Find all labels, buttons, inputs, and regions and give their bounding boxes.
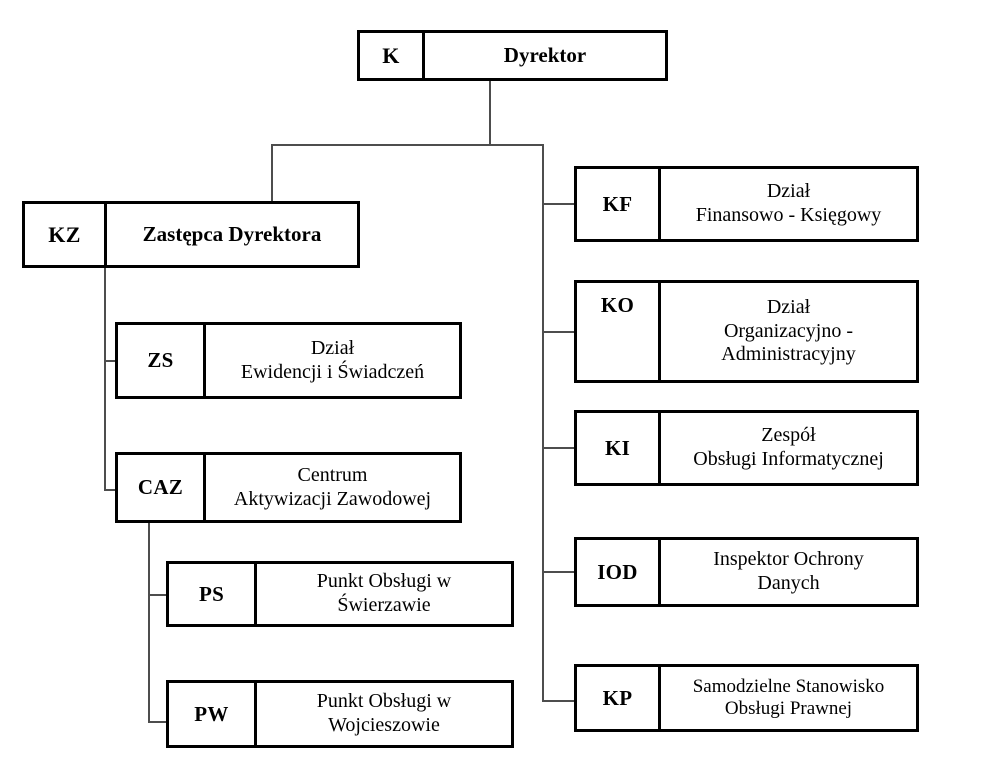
connector-stub-pw xyxy=(148,721,168,723)
node-dzial-ewidencji-i-swiadczen[interactable]: ZS Dział Ewidencji i Świadczeń xyxy=(115,322,462,399)
node-punkt-obslugi-wojcieszow[interactable]: PW Punkt Obsługi w Wojcieszowie xyxy=(166,680,514,748)
node-dzial-finansowo-ksiegowy[interactable]: KF Dział Finansowo - Księgowy xyxy=(574,166,919,242)
node-title-punkt-obslugi-wojcieszow: Punkt Obsługi w Wojcieszowie xyxy=(316,690,452,736)
node-inspektor-ochrony-danych[interactable]: IOD Inspektor Ochrony Danych xyxy=(574,537,919,607)
node-zespol-obslugi-informatycznej[interactable]: KI Zespół Obsługi Informatycznej xyxy=(574,410,919,486)
node-title-dzial-finansowo-ksiegowy: Dział Finansowo - Księgowy xyxy=(695,180,882,226)
connector-stub-iod xyxy=(542,571,576,573)
node-title-dyrektor: Dyrektor xyxy=(503,43,587,68)
node-code-kz: KZ xyxy=(25,204,107,265)
connector-stub-ko xyxy=(542,331,576,333)
node-dyrektor[interactable]: K Dyrektor xyxy=(357,30,668,81)
node-title-centrum-aktywizacji-zawodowej: Centrum Aktywizacji Zawodowej xyxy=(233,463,432,510)
node-code-ps: PS xyxy=(169,564,257,624)
node-title-inspektor-ochrony-danych: Inspektor Ochrony Danych xyxy=(713,548,864,594)
node-code-ki: KI xyxy=(577,413,661,483)
node-code-zs: ZS xyxy=(118,325,206,396)
node-title-punkt-obslugi-swierzawa: Punkt Obsługi w Świerzawie xyxy=(316,570,452,616)
node-code-pw: PW xyxy=(169,683,257,745)
connector-stub-kf xyxy=(542,203,576,205)
connector-stub-caz xyxy=(104,489,117,491)
node-code-kp: KP xyxy=(577,667,661,729)
node-code-iod: IOD xyxy=(577,540,661,604)
node-dzial-organizacyjno-administracyjny[interactable]: KO Dział Organizacyjno - Administracyjny xyxy=(574,280,919,383)
connector-root-stem xyxy=(489,80,491,145)
node-title-zespol-obslugi-informatycznej: Zespół Obsługi Informatycznej xyxy=(693,424,884,470)
node-title-dzial-ewidencji-i-swiadczen: Dział Ewidencji i Świadczeń xyxy=(240,336,425,383)
node-title-dzial-organizacyjno-administracyjny: Dział Organizacyjno - Administracyjny xyxy=(721,296,856,366)
node-title-samodzielne-stanowisko-obslugi-prawnej: Samodzielne Stanowisko Obsługi Prawnej xyxy=(692,675,885,719)
connector-stub-ki xyxy=(542,447,576,449)
node-code-k: K xyxy=(360,33,425,78)
connector-stub-ps xyxy=(148,594,168,596)
connector-deputy-spine xyxy=(104,266,106,490)
connector-right-spine xyxy=(542,144,544,702)
node-code-ko: KO xyxy=(577,283,661,380)
node-punkt-obslugi-swierzawa[interactable]: PS Punkt Obsługi w Świerzawie xyxy=(166,561,514,627)
node-title-zastepca-dyrektora: Zastępca Dyrektora xyxy=(142,222,322,247)
node-code-caz: CAZ xyxy=(118,455,206,520)
connector-root-bus xyxy=(271,144,544,146)
node-zastepca-dyrektora[interactable]: KZ Zastępca Dyrektora xyxy=(22,201,360,268)
node-code-kf: KF xyxy=(577,169,661,239)
node-samodzielne-stanowisko-obslugi-prawnej[interactable]: KP Samodzielne Stanowisko Obsługi Prawne… xyxy=(574,664,919,732)
connector-caz-spine xyxy=(148,521,150,722)
connector-stub-zs xyxy=(104,360,117,362)
node-centrum-aktywizacji-zawodowej[interactable]: CAZ Centrum Aktywizacji Zawodowej xyxy=(115,452,462,523)
connector-stub-kp xyxy=(542,700,576,702)
connector-bus-to-deputy xyxy=(271,144,273,202)
